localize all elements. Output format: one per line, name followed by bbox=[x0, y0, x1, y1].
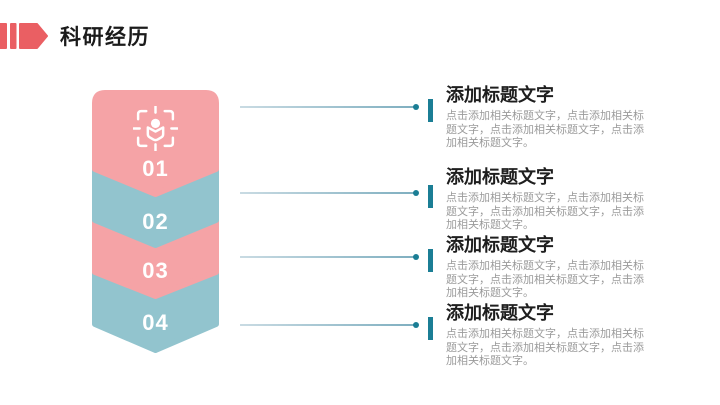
connector-bar-2 bbox=[428, 185, 433, 208]
item-title: 添加标题文字 bbox=[446, 235, 554, 255]
chevron-number-3: 03 bbox=[142, 258, 169, 283]
item-body: 点击添加相关标题文字，点击添加相关标题文字，点击添加相关标题文字，点击添加相关标… bbox=[446, 192, 644, 231]
connector-line-4 bbox=[240, 324, 414, 326]
connector-line-3 bbox=[240, 256, 414, 258]
title-marker-icon bbox=[0, 23, 48, 49]
item-title: 添加标题文字 bbox=[446, 85, 554, 105]
connector-dot-1 bbox=[413, 104, 419, 110]
connector-bar-1 bbox=[428, 99, 433, 122]
page-title: 科研经历 bbox=[60, 26, 150, 49]
connector-dot-4 bbox=[413, 322, 419, 328]
item-block-1: 添加标题文字 点击添加相关标题文字，点击添加相关标题文字，点击添加相关标题文字，… bbox=[446, 85, 662, 151]
item-title: 添加标题文字 bbox=[446, 303, 554, 323]
item-block-4: 添加标题文字 点击添加相关标题文字，点击添加相关标题文字，点击添加相关标题文字，… bbox=[446, 303, 662, 369]
connector-bar-3 bbox=[428, 249, 433, 272]
item-title: 添加标题文字 bbox=[446, 167, 554, 187]
chevron-number-2: 02 bbox=[142, 209, 169, 234]
connector-line-1 bbox=[240, 106, 414, 108]
connector-dot-3 bbox=[413, 254, 419, 260]
scan-target-icon bbox=[133, 106, 178, 151]
item-body: 点击添加相关标题文字，点击添加相关标题文字，点击添加相关标题文字，点击添加相关标… bbox=[446, 328, 644, 367]
connector-line-2 bbox=[240, 192, 414, 194]
item-body: 点击添加相关标题文字，点击添加相关标题文字，点击添加相关标题文字，点击添加相关标… bbox=[446, 260, 644, 299]
chevron-number-4: 04 bbox=[142, 310, 169, 335]
connector-bar-4 bbox=[428, 317, 433, 340]
chevron-number-1: 01 bbox=[142, 156, 169, 181]
connector-dot-2 bbox=[413, 190, 419, 196]
item-block-2: 添加标题文字 点击添加相关标题文字，点击添加相关标题文字，点击添加相关标题文字，… bbox=[446, 167, 662, 233]
item-body: 点击添加相关标题文字，点击添加相关标题文字，点击添加相关标题文字，点击添加相关标… bbox=[446, 110, 644, 149]
item-block-3: 添加标题文字 点击添加相关标题文字，点击添加相关标题文字，点击添加相关标题文字，… bbox=[446, 235, 662, 301]
